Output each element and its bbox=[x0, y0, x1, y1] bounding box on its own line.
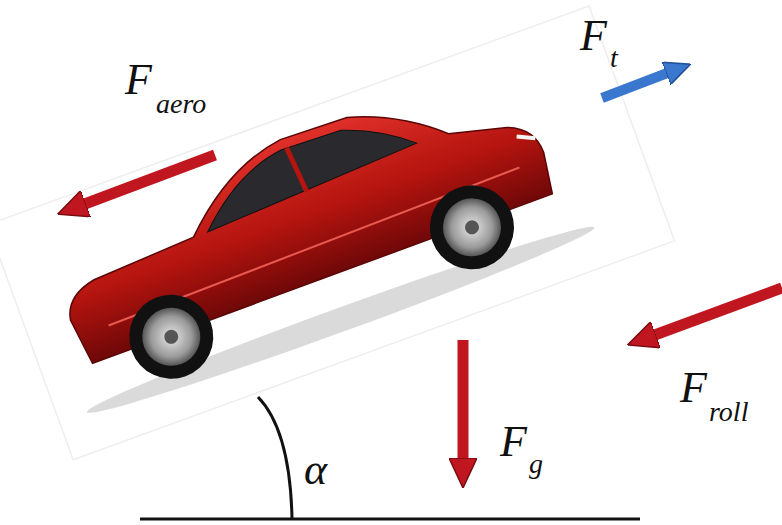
force-symbol: F bbox=[580, 14, 607, 58]
force-symbol: F bbox=[680, 366, 707, 410]
traction-force-arrow bbox=[602, 72, 670, 98]
rolling-force-arrow bbox=[652, 288, 782, 336]
angle-symbol: α bbox=[304, 448, 327, 492]
force-subscript: aero bbox=[156, 90, 206, 118]
force-subscript: t bbox=[610, 44, 618, 72]
ground-line bbox=[140, 518, 640, 521]
force-symbol: F bbox=[125, 58, 152, 102]
angle-arc bbox=[258, 397, 292, 518]
gravity-force-arrow bbox=[458, 340, 469, 462]
force-symbol: F bbox=[500, 420, 527, 464]
aero-force-arrow bbox=[82, 155, 215, 205]
force-subscript: roll bbox=[709, 398, 748, 426]
force-subscript: g bbox=[529, 450, 543, 478]
car bbox=[22, 49, 599, 424]
photo-frame bbox=[0, 6, 675, 460]
